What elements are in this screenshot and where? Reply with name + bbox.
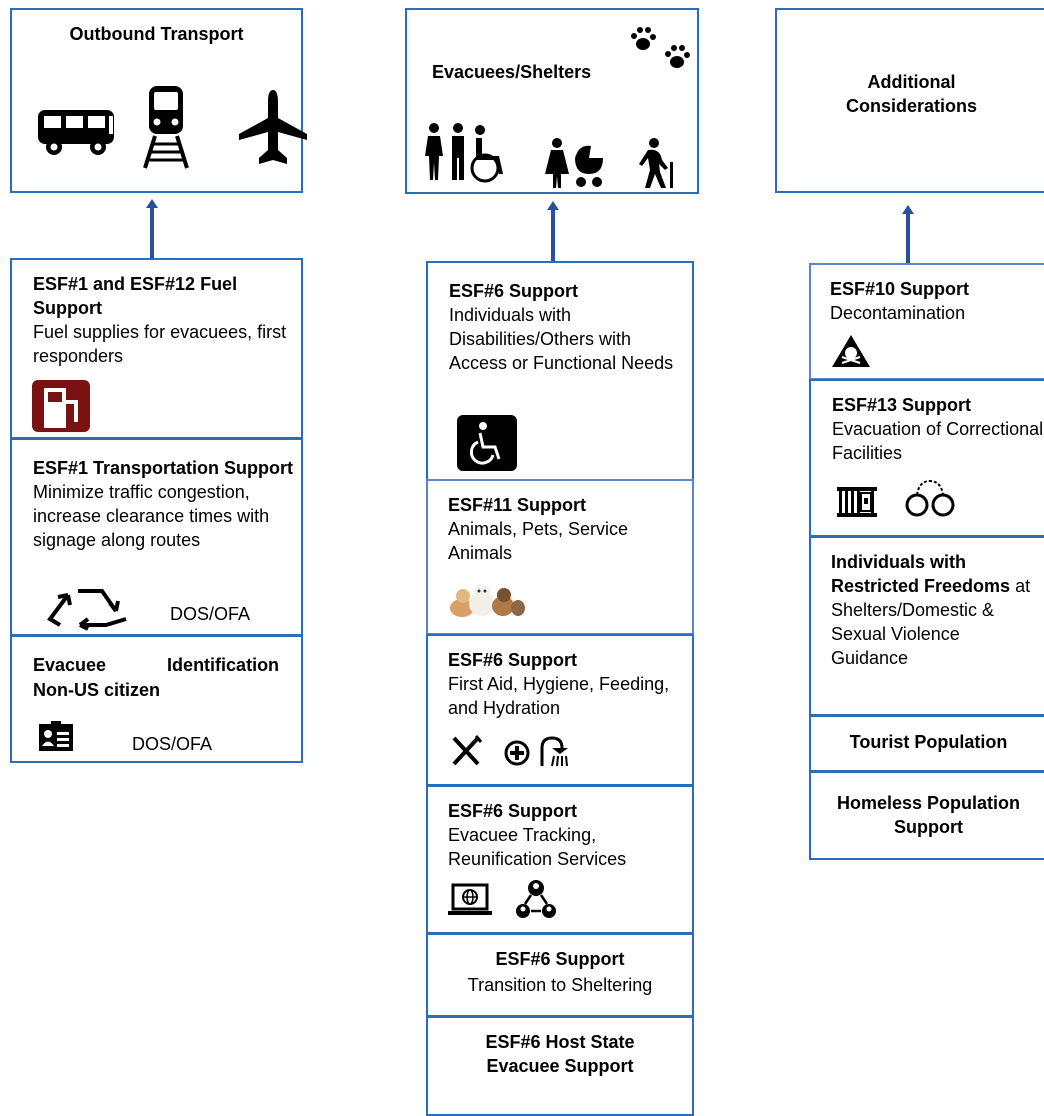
transportation-dos-ofa: DOS/OFA — [170, 604, 251, 624]
hazard-skull-icon — [832, 335, 870, 367]
network-people-icon — [516, 880, 556, 918]
recycle-icon — [47, 589, 127, 631]
host-state-support-box: ESF#6 Host State Evacuee Support — [426, 1016, 694, 1116]
elderly-person-icon — [639, 138, 673, 188]
arrow-head-col3 — [902, 205, 914, 214]
restricted-freedoms-title: Individuals with Restricted Freedoms — [831, 552, 1011, 596]
additional-considerations-title: Additional Considerations — [845, 72, 978, 116]
first-aid-support-title: ESF#6 Support — [448, 650, 578, 670]
shower-icon — [540, 736, 568, 767]
identification-title-text: Evacuee Identification — [33, 655, 280, 675]
tracking-support-title: ESF#6 Support — [448, 801, 578, 821]
people-wheelchair-icon — [425, 123, 503, 183]
restricted-freedoms-text: Individuals with Restricted Freedoms at … — [831, 550, 1041, 670]
decontamination-support-text: ESF#10 Support Decontamination — [830, 277, 1044, 325]
transportation-support-box: ESF#1 Transportation Support Minimize tr… — [10, 438, 303, 636]
airplane-icon — [239, 90, 307, 164]
parent-stroller-icon — [545, 138, 603, 188]
transportation-support-body: Minimize traffic congestion, increase cl… — [33, 482, 270, 550]
decontamination-support-body: Decontamination — [830, 303, 966, 323]
wheelchair-accessibility-icon — [457, 415, 517, 471]
correctional-support-title: ESF#13 Support — [832, 395, 972, 415]
animals-support-body: Animals, Pets, Service Animals — [448, 519, 629, 563]
train-icon — [143, 86, 189, 169]
outbound-transport-title: Outbound Transport — [69, 24, 244, 44]
handcuffs-icon — [905, 479, 955, 517]
tourist-population-title: Tourist Population — [849, 732, 1008, 752]
disabilities-support-body: Individuals with Disabilities/Others wit… — [449, 305, 674, 373]
sheltering-support-title: ESF#6 Support — [495, 949, 625, 969]
fuel-support-body: Fuel supplies for evacuees, first respon… — [33, 322, 287, 366]
homeless-population-box: Homeless Population Support — [809, 771, 1044, 860]
arrow-up-col2 — [551, 208, 555, 263]
transportation-support-text: ESF#1 Transportation Support Minimize tr… — [33, 456, 295, 552]
first-aid-support-box: ESF#6 Support First Aid, Hygiene, Feedin… — [426, 634, 694, 786]
evacuees-shelters-title: Evacuees/Shelters — [432, 62, 592, 82]
first-aid-support-body: First Aid, Hygiene, Feeding, and Hydrati… — [448, 674, 670, 718]
identification-title-line1: Evacuee Identification — [33, 655, 289, 676]
first-aid-cross-icon — [504, 740, 530, 766]
restricted-freedoms-box: Individuals with Restricted Freedoms at … — [809, 536, 1044, 716]
first-aid-support-text: ESF#6 Support First Aid, Hygiene, Feedin… — [448, 648, 692, 720]
homeless-population-title: Homeless Population Support — [836, 793, 1021, 837]
tourist-population-box: Tourist Population — [809, 715, 1044, 772]
sheltering-support-body: Transition to Sheltering — [467, 975, 653, 995]
decontamination-support-box: ESF#10 Support Decontamination — [809, 263, 1044, 380]
identification-dos-ofa: DOS/OFA — [132, 734, 213, 754]
fuel-support-text: ESF#1 and ESF#12 Fuel Support Fuel suppl… — [33, 272, 295, 368]
fuel-pump-icon — [32, 380, 90, 432]
arrow-head-col1 — [146, 199, 158, 208]
laptop-globe-icon — [448, 883, 492, 915]
correctional-support-text: ESF#13 Support Evacuation of Correctiona… — [832, 393, 1044, 465]
fuel-support-title: ESF#1 and ESF#12 Fuel Support — [33, 274, 238, 318]
evacuee-identification-box: Evacuee Identification Non-US citizen DO… — [10, 635, 303, 763]
restricted-freedoms-body: at Shelters/Domestic & Sexual Violence G… — [831, 576, 1031, 668]
animals-support-box: ESF#11 Support Animals, Pets, Service An… — [426, 479, 694, 635]
arrow-up-col1 — [150, 206, 154, 261]
bus-icon — [38, 110, 114, 155]
identification-title-line2: Non-US citizen — [33, 680, 161, 700]
correctional-support-box: ESF#13 Support Evacuation of Correctiona… — [809, 379, 1044, 537]
animals-support-title: ESF#11 Support — [448, 495, 587, 515]
arrow-up-col3 — [906, 212, 910, 264]
tracking-support-body: Evacuee Tracking, Reunification Services — [448, 825, 627, 869]
jail-cell-icon — [837, 487, 877, 517]
fork-knife-icon — [452, 735, 483, 766]
pets-photo-icon — [450, 584, 525, 617]
paw-prints-icon — [631, 27, 690, 68]
tracking-support-text: ESF#6 Support Evacuee Tracking, Reunific… — [448, 799, 692, 871]
additional-considerations-box: Additional Considerations — [775, 8, 1044, 193]
fuel-support-box: ESF#1 and ESF#12 Fuel Support Fuel suppl… — [10, 258, 303, 439]
disabilities-support-box: ESF#6 Support Individuals with Disabilit… — [426, 261, 694, 481]
arrow-head-col2 — [547, 201, 559, 210]
evacuees-shelters-box: Evacuees/Shelters — [405, 8, 699, 194]
outbound-transport-box: Outbound Transport — [10, 8, 307, 193]
host-state-support-title: ESF#6 Host State Evacuee Support — [485, 1032, 635, 1076]
decontamination-support-title: ESF#10 Support — [830, 279, 970, 299]
disabilities-support-title: ESF#6 Support — [449, 281, 579, 301]
id-card-icon — [39, 721, 73, 751]
correctional-support-body: Evacuation of Correctional Facilities — [832, 419, 1044, 463]
tracking-support-box: ESF#6 Support Evacuee Tracking, Reunific… — [426, 785, 694, 934]
disabilities-support-text: ESF#6 Support Individuals with Disabilit… — [449, 279, 689, 375]
animals-support-text: ESF#11 Support Animals, Pets, Service An… — [448, 493, 692, 565]
transportation-support-title: ESF#1 Transportation Support — [33, 458, 294, 478]
sheltering-support-box: ESF#6 Support Transition to Sheltering — [426, 933, 694, 1017]
